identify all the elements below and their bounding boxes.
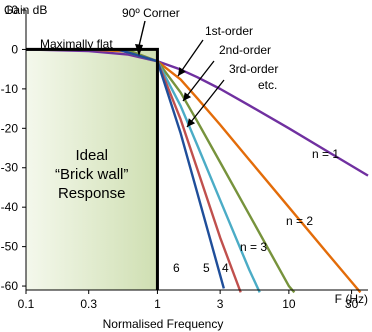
y-tick-label: -50 — [1, 240, 19, 254]
x-tick-label: 1 — [154, 297, 161, 311]
y-axis-title: Gain dB — [4, 3, 47, 17]
y-tick-label: -30 — [1, 161, 19, 175]
y-tick-label: -20 — [1, 121, 19, 135]
maximally-flat-label: Maximally flat — [40, 37, 113, 51]
y-tick-label: 0 — [11, 42, 18, 56]
x-tick-label: 0.3 — [80, 297, 97, 311]
series-label-order-2: n = 2 — [286, 214, 313, 228]
x-tick-label: 3 — [217, 297, 224, 311]
second-order-pointer — [182, 60, 215, 102]
third-order-pointer — [186, 79, 225, 128]
ideal-response-outline — [26, 47, 159, 290]
etc-label: etc. — [258, 78, 277, 92]
first-order-label: 1st-order — [205, 24, 253, 38]
series-label-order-5: 5 — [203, 261, 210, 275]
second-order-pointer-arrowhead — [183, 92, 192, 101]
ideal-response-label: “Brick wall” — [55, 166, 128, 183]
y-tick-label: 10 — [5, 3, 19, 17]
y-tick-label: -10 — [1, 82, 19, 96]
corner-pointer — [138, 20, 146, 47]
x-axis-title: Normalised Frequency — [103, 317, 224, 331]
series-label-order-3: n = 3 — [240, 240, 267, 254]
series-line-order-1 — [25, 48, 369, 177]
y-tick-label: -60 — [1, 279, 19, 293]
third-order-label: 3rd-order — [229, 62, 278, 76]
x-tick-label: 10 — [282, 297, 296, 311]
first-order-pointer-arrowhead — [178, 67, 186, 76]
ideal-response-label: Response — [58, 185, 126, 202]
x-tick-label: 30 — [345, 297, 359, 311]
series-label-order-4: 4 — [222, 261, 229, 275]
second-order-label: 2nd-order — [219, 43, 271, 57]
third-order-pointer-arrowhead — [187, 118, 196, 127]
x-axis-unit: F (Hz) — [335, 292, 368, 306]
series-label-order-1: n = 1 — [312, 147, 339, 161]
series-label-order-6: 6 — [173, 261, 180, 275]
corner-pointer-arrowhead — [135, 44, 143, 56]
ideal-response-region — [26, 49, 158, 291]
corner-label: 90º Corner — [122, 6, 180, 20]
x-tick-label: 0.1 — [18, 297, 35, 311]
y-tick-label: -40 — [1, 200, 19, 214]
ideal-response-label: Ideal — [75, 147, 108, 164]
